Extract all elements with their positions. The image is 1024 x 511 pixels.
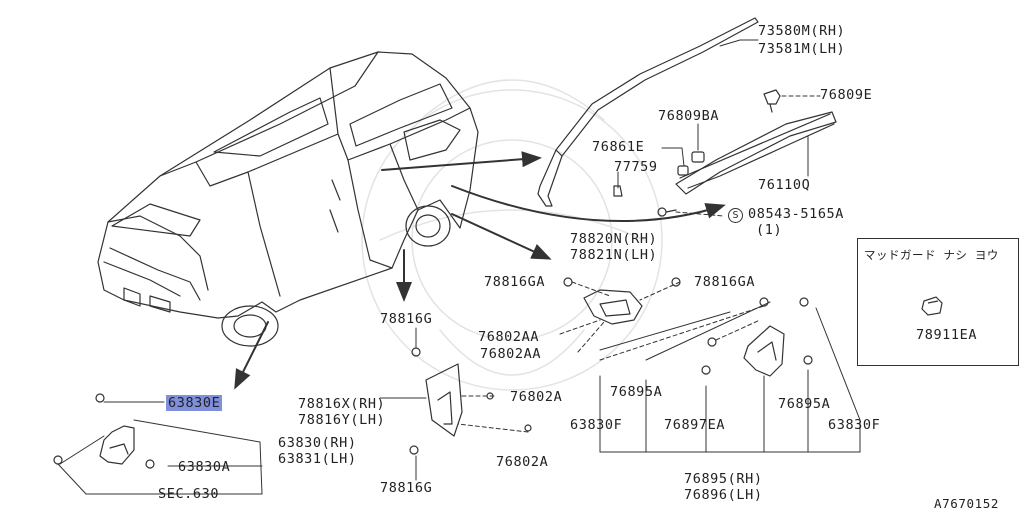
mudguard-76895 [701, 297, 813, 377]
label-73581m: 73581M(LH) [758, 41, 846, 57]
label-76110q: 76110Q [758, 177, 811, 193]
label-76896: 76896(LH) [684, 487, 763, 503]
leader-lines [57, 39, 861, 495]
highlighted-part: 63830E [166, 395, 223, 411]
label-76802aa-1: 76802AA [478, 329, 540, 345]
label-76895a-right: 76895A [778, 396, 831, 412]
label-76809ba: 76809BA [658, 108, 720, 124]
label-76802a-2: 76802A [496, 454, 549, 470]
s-symbol: S [728, 208, 743, 223]
label-76809e: 76809E [820, 87, 873, 103]
label-78820n: 78820N(RH) [570, 231, 658, 247]
label-78816g-top: 78816G [380, 311, 433, 327]
watermark-emblem [361, 79, 663, 391]
label-08543: 08543-5165A [748, 206, 845, 222]
label-77759: 77759 [614, 159, 658, 175]
label-73580m: 73580M(RH) [758, 23, 846, 39]
label-63830e: 63830E [166, 395, 223, 411]
bracket-78820n [563, 277, 681, 325]
label-76897ea: 76897EA [664, 417, 726, 433]
label-63830f-left: 63830F [570, 417, 623, 433]
clip-76809e [763, 89, 781, 113]
label-63830f-right: 63830F [828, 417, 881, 433]
mudguard-63830 [53, 393, 155, 469]
label-63830: 63830(RH) [278, 435, 357, 451]
label-76802a-1: 76802A [510, 389, 563, 405]
label-63831: 63831(LH) [278, 451, 357, 467]
label-76895: 76895(RH) [684, 471, 763, 487]
label-78821n: 78821N(LH) [570, 247, 658, 263]
inset-clip-icon [921, 296, 943, 316]
inset-part-number: 78911EA [916, 327, 978, 343]
inset-title: マッドガード ナシ ヨウ [864, 248, 999, 262]
label-76861e: 76861E [592, 139, 645, 155]
label-76802aa-2: 76802AA [480, 346, 542, 362]
label-78816g-bottom: 78816G [380, 480, 433, 496]
direction-arrows [234, 151, 726, 390]
label-sec630: SEC.630 [158, 486, 220, 502]
label-08543-qty: (1) [756, 222, 783, 238]
label-78816y: 78816Y(LH) [298, 412, 386, 428]
label-63830a: 63830A [178, 459, 231, 475]
label-78816ga-right: 78816GA [694, 274, 756, 290]
diagram-id: A7670152 [934, 496, 1000, 511]
side-sill-molding [613, 111, 837, 197]
roof-molding [537, 17, 759, 207]
inset-box: マッドガード ナシ ヨウ 78911EA [857, 238, 1019, 366]
label-76895a-left: 76895A [610, 384, 663, 400]
label-78816ga-left: 78816GA [484, 274, 546, 290]
van-illustration [97, 51, 479, 347]
screw-08543 [657, 207, 677, 217]
label-78816x: 78816X(RH) [298, 396, 386, 412]
